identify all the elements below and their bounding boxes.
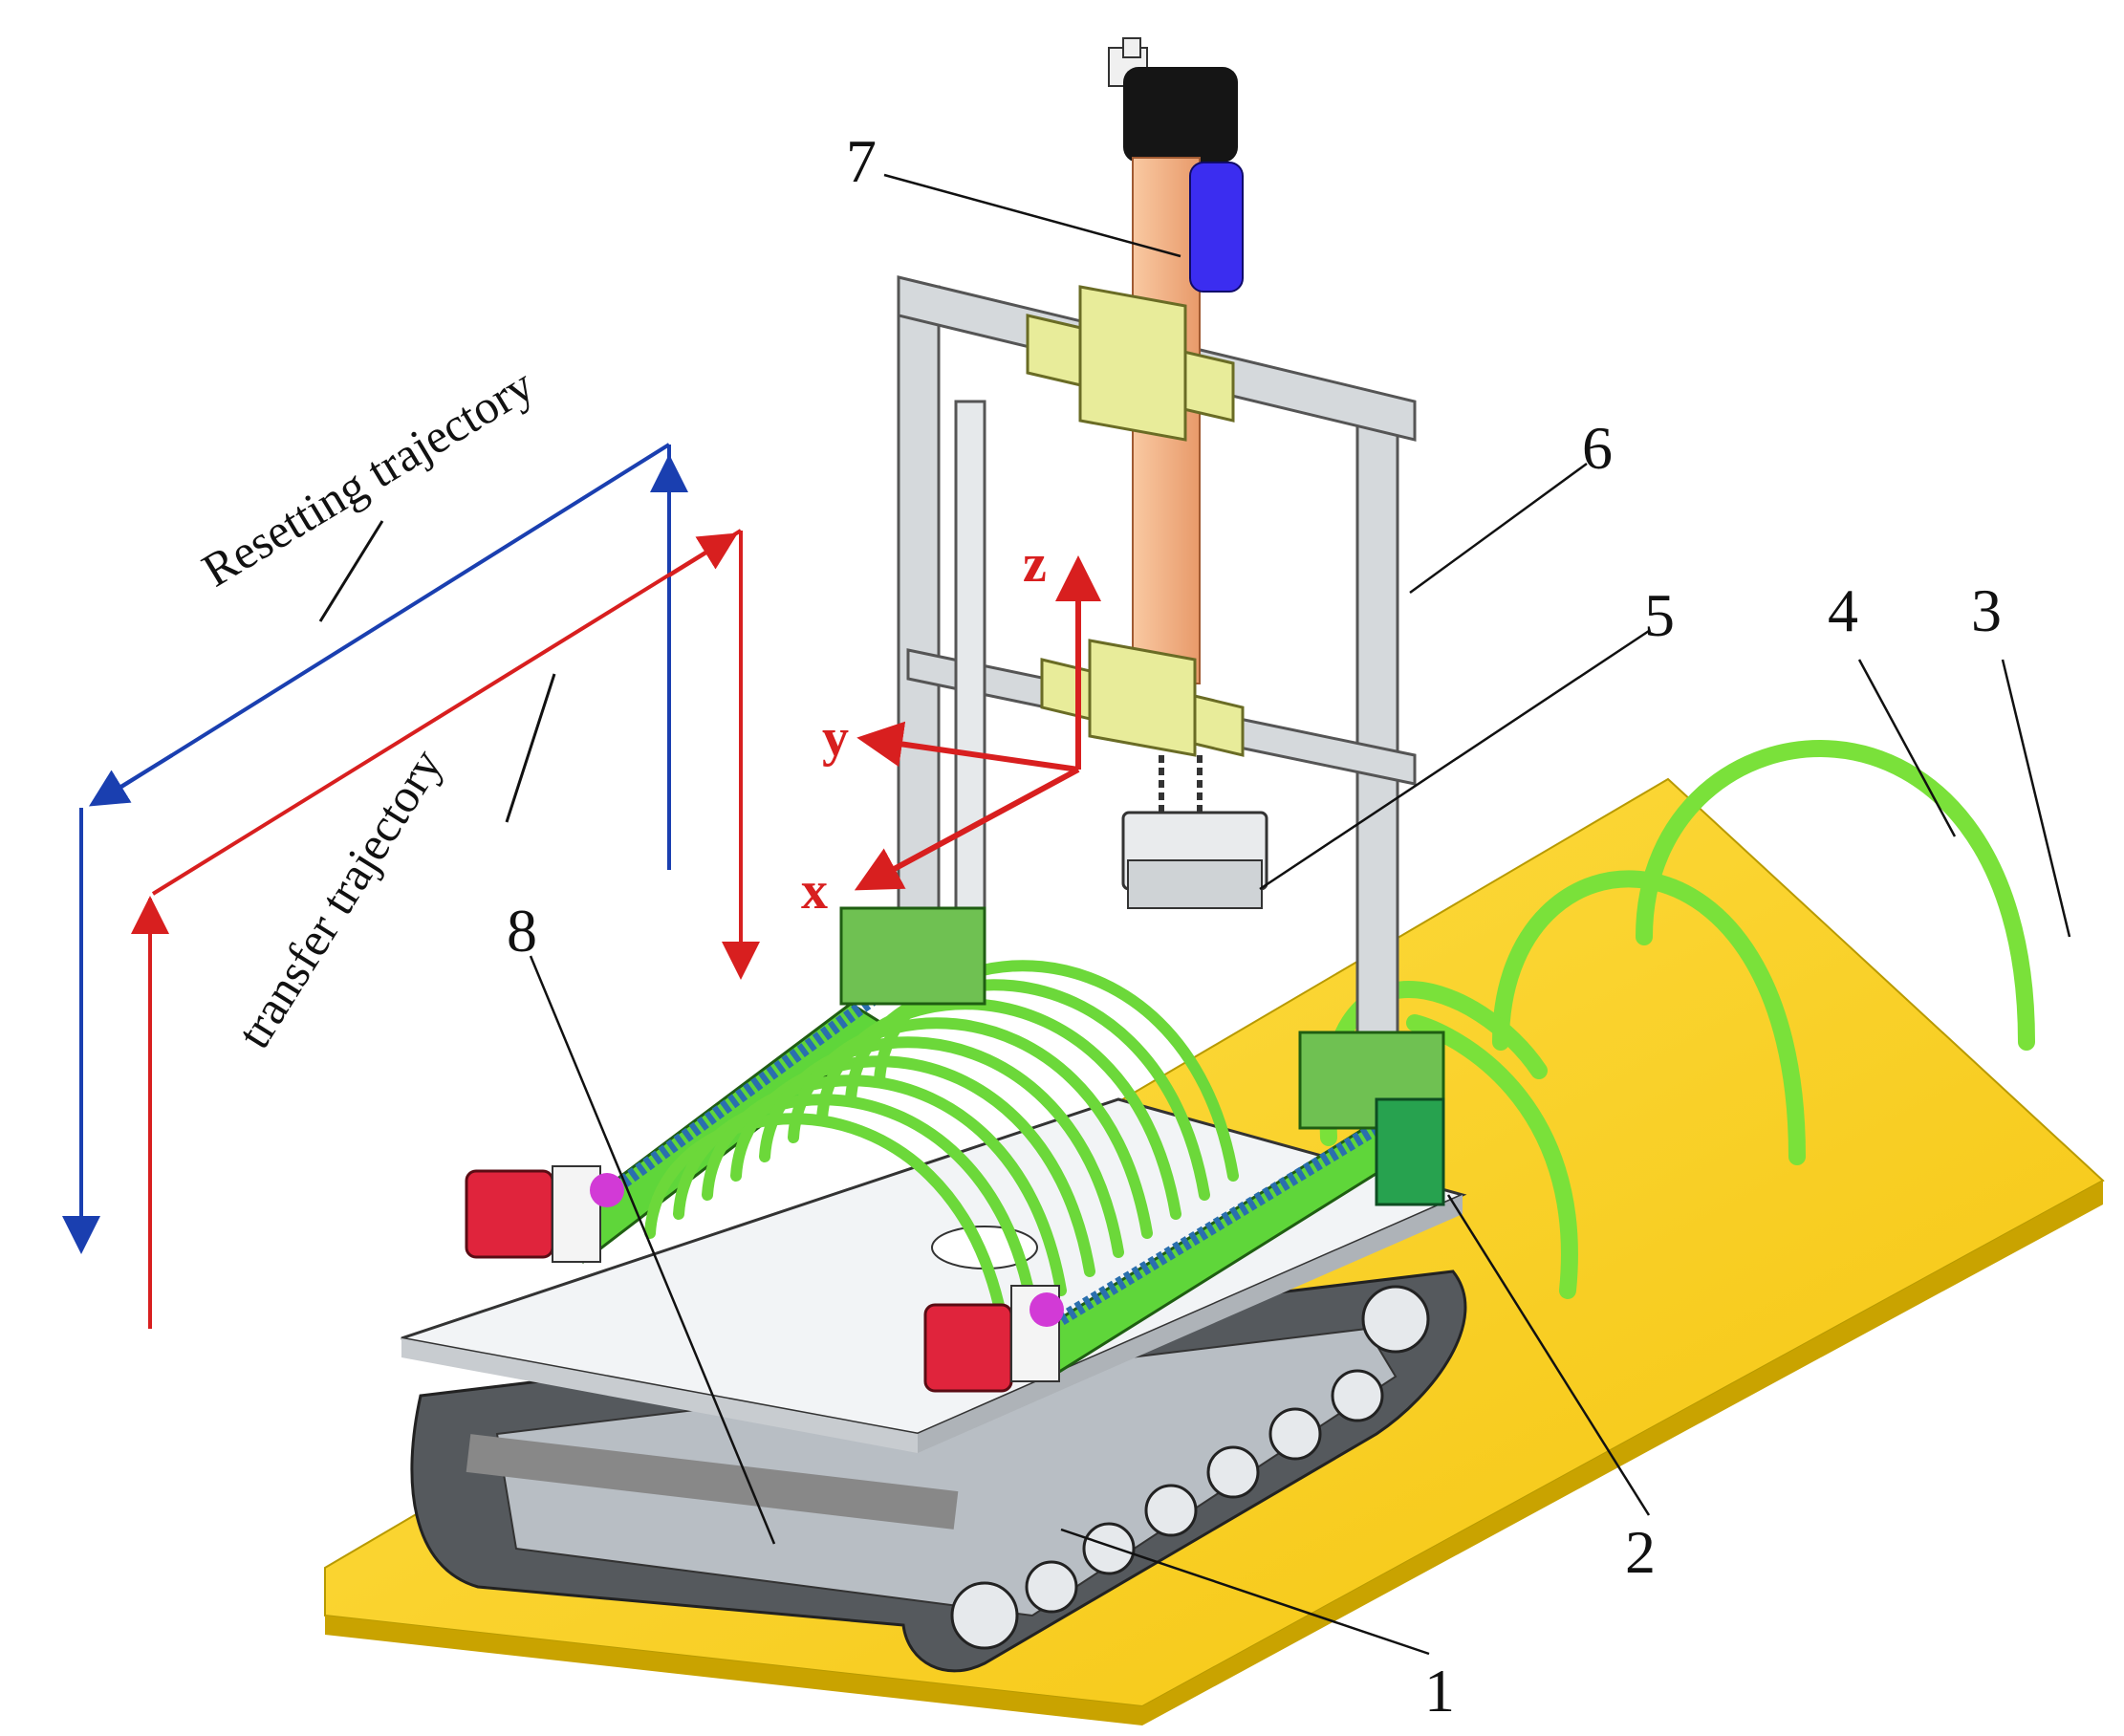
resetting-label-leader	[318, 520, 384, 622]
stacked-arches	[644, 960, 1239, 1335]
part-label-4: 4	[1828, 576, 1858, 644]
part-label-1: 1	[1424, 1657, 1455, 1725]
gripper	[1121, 755, 1268, 909]
transfer-trajectory-label: transfer trajectory	[227, 740, 453, 1057]
part-label-3: 3	[1971, 576, 2002, 644]
part-label-5: 5	[1644, 581, 1675, 649]
axis-label-y: y	[822, 708, 849, 768]
stepper-motor-left	[465, 1165, 624, 1263]
part-label-2: 2	[1625, 1518, 1656, 1586]
axis-label-x: x	[801, 861, 828, 921]
axis-triad	[854, 555, 1101, 891]
mounting-plates	[1026, 285, 1245, 757]
part-leaders	[529, 173, 2071, 1656]
part-label-6: 6	[1582, 414, 1613, 482]
part-label-8: 8	[507, 897, 537, 965]
resetting-trajectory-label: Resetting trajectory	[193, 358, 543, 597]
stepper-motor-right	[923, 1285, 1064, 1393]
resetting-trajectory	[62, 443, 688, 1254]
transfer-trajectory	[131, 529, 760, 1329]
axis-label-z: z	[1023, 534, 1047, 594]
transfer-label-leader	[505, 673, 556, 823]
part-label-7: 7	[846, 127, 877, 195]
